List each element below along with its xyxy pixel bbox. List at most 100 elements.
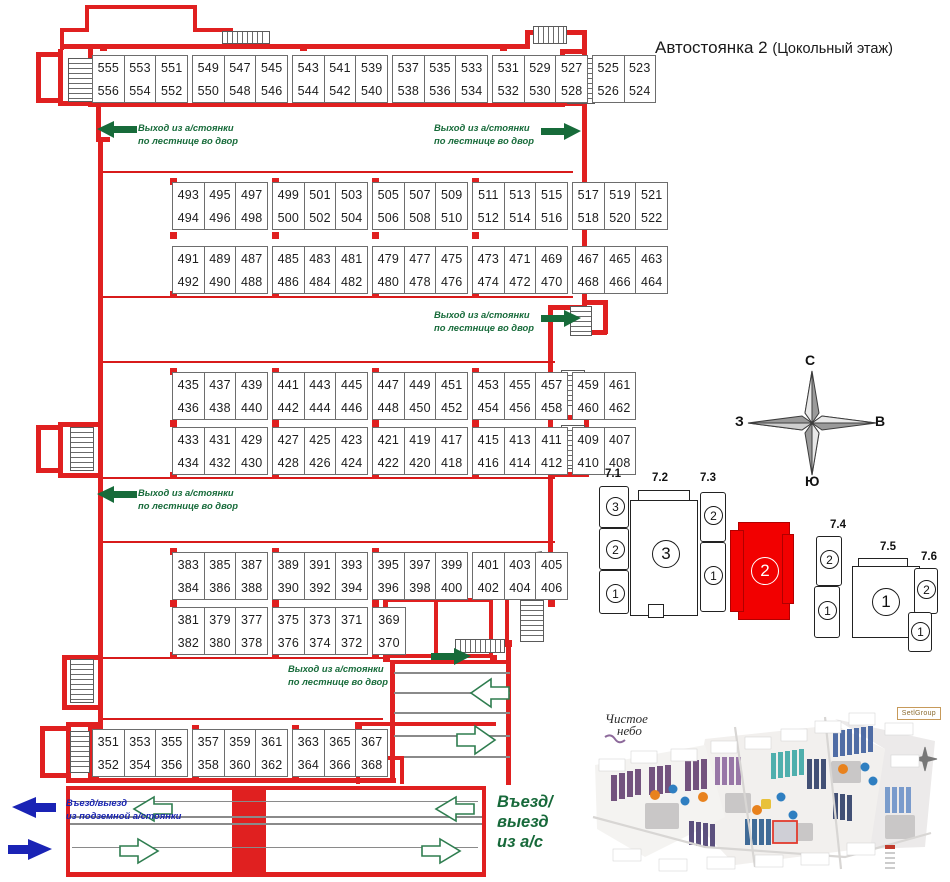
stall-number[interactable]: 553: [129, 60, 151, 75]
stall-number[interactable]: 430: [240, 455, 263, 470]
stall-number[interactable]: 421: [377, 432, 400, 447]
stall-number[interactable]: 357: [197, 734, 220, 749]
stall-number[interactable]: 438: [209, 400, 231, 415]
stall-number[interactable]: 505: [377, 187, 400, 202]
stall-number[interactable]: 404: [509, 580, 531, 595]
stall-number[interactable]: 539: [360, 60, 383, 75]
stall-number[interactable]: 461: [609, 377, 631, 392]
parking-stall[interactable]: 543 544: [293, 56, 325, 102]
stall-number[interactable]: 419: [409, 432, 431, 447]
parking-stall[interactable]: 475 476: [436, 247, 467, 293]
stall-number[interactable]: 414: [509, 455, 531, 470]
stall-number[interactable]: 363: [297, 734, 320, 749]
stall-number[interactable]: 543: [297, 60, 320, 75]
stall-number[interactable]: 532: [497, 83, 520, 98]
stall-number[interactable]: 452: [440, 400, 463, 415]
stall-number[interactable]: 476: [440, 274, 463, 289]
stall-number[interactable]: 466: [609, 274, 631, 289]
stall-number[interactable]: 398: [409, 580, 431, 595]
stall-number[interactable]: 448: [377, 400, 400, 415]
stall-number[interactable]: 482: [340, 274, 363, 289]
stall-number[interactable]: 443: [309, 377, 331, 392]
stall-number[interactable]: 394: [340, 580, 363, 595]
stall-number[interactable]: 525: [597, 60, 619, 75]
stall-number[interactable]: 384: [177, 580, 200, 595]
stall-number[interactable]: 446: [340, 400, 363, 415]
stall-number[interactable]: 464: [640, 274, 663, 289]
stall-number[interactable]: 378: [240, 635, 263, 650]
stall-number[interactable]: 524: [629, 83, 651, 98]
stall-number[interactable]: 425: [309, 432, 331, 447]
stall-number[interactable]: 527: [560, 60, 583, 75]
stall-number[interactable]: 458: [540, 400, 563, 415]
stall-number[interactable]: 413: [509, 432, 531, 447]
stall-number[interactable]: 516: [540, 210, 563, 225]
stall-number[interactable]: 386: [209, 580, 231, 595]
stall-number[interactable]: 373: [309, 612, 331, 627]
stall-number[interactable]: 385: [209, 557, 231, 572]
stall-number[interactable]: 416: [477, 455, 500, 470]
stall-number[interactable]: 444: [309, 400, 331, 415]
stall-number[interactable]: 417: [440, 432, 463, 447]
stall-number[interactable]: 433: [177, 432, 200, 447]
stall-number[interactable]: 411: [541, 432, 562, 447]
stall-number[interactable]: 361: [260, 734, 283, 749]
stall-number[interactable]: 375: [277, 612, 300, 627]
parking-stall[interactable]: 413 414: [505, 428, 537, 474]
stall-number[interactable]: 450: [409, 400, 431, 415]
stall-number[interactable]: 401: [477, 557, 500, 572]
stall-number[interactable]: 371: [340, 612, 363, 627]
stall-number[interactable]: 427: [277, 432, 300, 447]
stall-number[interactable]: 504: [340, 210, 363, 225]
stall-number[interactable]: 510: [440, 210, 463, 225]
stall-number[interactable]: 403: [509, 557, 531, 572]
stall-number[interactable]: 356: [160, 757, 183, 772]
stall-number[interactable]: 399: [440, 557, 463, 572]
stall-number[interactable]: 437: [209, 377, 231, 392]
stall-number[interactable]: 544: [297, 83, 320, 98]
stall-number[interactable]: 431: [209, 432, 231, 447]
stall-number[interactable]: 475: [440, 251, 463, 266]
stall-number[interactable]: 491: [177, 251, 200, 266]
stall-number[interactable]: 473: [477, 251, 500, 266]
stall-number[interactable]: 422: [377, 455, 400, 470]
stall-number[interactable]: 374: [309, 635, 331, 650]
stall-number[interactable]: 498: [240, 210, 263, 225]
stall-number[interactable]: 494: [177, 210, 200, 225]
parking-stall[interactable]: 443 444: [305, 373, 337, 419]
stall-number[interactable]: 490: [209, 274, 231, 289]
stall-number[interactable]: 423: [340, 432, 363, 447]
stall-number[interactable]: 507: [409, 187, 431, 202]
stall-number[interactable]: 502: [309, 210, 331, 225]
stall-number[interactable]: 513: [509, 187, 531, 202]
